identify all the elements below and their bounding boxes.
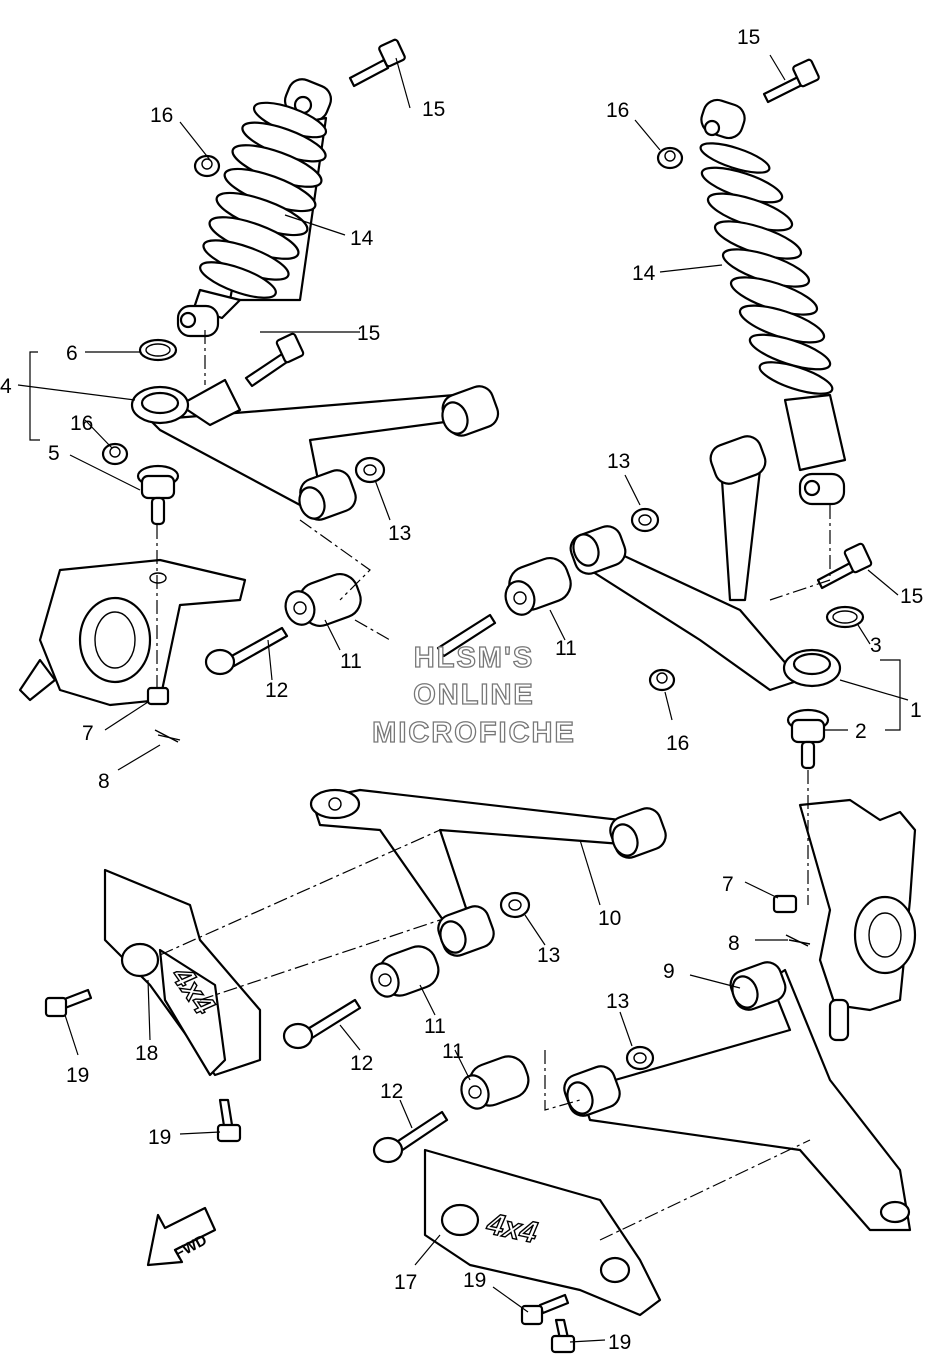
lower-bolt-12b (372, 1110, 449, 1164)
callout-10: 10 (598, 907, 621, 930)
left-arm-nut (101, 442, 129, 466)
callout-9: 9 (663, 960, 675, 983)
callout-17: 17 (394, 1271, 417, 1294)
right-bushing-bolt (436, 613, 497, 658)
callout-16: 16 (150, 104, 173, 127)
guard-bolt-19b (216, 1098, 242, 1143)
callout-19: 19 (148, 1126, 171, 1149)
guard-bolt-19a (44, 988, 93, 1018)
right-steering-knuckle (798, 798, 917, 1042)
watermark-line2: ONLINE (413, 679, 535, 711)
callout-12: 12 (265, 679, 288, 702)
watermark-line1: HLSM'S (414, 642, 534, 674)
callout-1: 1 (910, 699, 922, 722)
callout-13: 13 (537, 944, 560, 967)
callout-16: 16 (666, 732, 689, 755)
left-arm-guard: 4x4 (103, 868, 262, 1077)
callout-15: 15 (900, 585, 923, 608)
callout-labels: 15 16 14 6 4 16 5 15 13 11 12 7 8 15 16 … (0, 26, 923, 1354)
callout-12: 12 (350, 1052, 373, 1075)
lower-bolt-12a (282, 998, 362, 1050)
forward-direction-arrow: FWD (146, 1206, 217, 1267)
lower-bushing-11a (370, 945, 440, 998)
callout-7: 7 (82, 722, 94, 745)
callout-8: 8 (98, 770, 110, 793)
callout-19: 19 (463, 1269, 486, 1292)
leader-lines (17, 54, 909, 1343)
assembly-lines (156, 330, 831, 1241)
callout-13: 13 (607, 450, 630, 473)
callout-11: 11 (424, 1015, 446, 1038)
lower-bushing-11b (460, 1055, 530, 1110)
left-upper-nut (193, 154, 221, 178)
left-cotter-pin (154, 729, 181, 743)
guard-bolt-19c (520, 1293, 570, 1326)
callout-11: 11 (555, 637, 577, 660)
left-ball-joint (136, 464, 180, 526)
callout-19: 19 (66, 1064, 89, 1087)
right-upper-bolt (762, 58, 820, 104)
callout-15: 15 (422, 98, 445, 121)
left-upper-bolt (348, 38, 406, 88)
rear-lower-arm (309, 788, 667, 957)
left-shock-absorber (176, 78, 333, 338)
right-castle-nut (772, 894, 798, 914)
right-arm-guard: 4x4 (423, 1148, 662, 1317)
left-circlip (138, 338, 178, 362)
callout-7: 7 (722, 873, 734, 896)
right-cotter-pin (785, 934, 811, 947)
left-bushing-bolt (204, 626, 289, 676)
right-circlip (825, 605, 865, 629)
right-ball-joint (786, 708, 830, 770)
callout-5: 5 (48, 442, 60, 465)
left-collar (354, 456, 386, 484)
left-arm-bolt (244, 332, 305, 388)
left-castle-nut (146, 686, 170, 706)
callout-13: 13 (388, 522, 411, 545)
right-arm-bolt (816, 542, 873, 590)
callout-4: 4 (0, 375, 12, 398)
callout-15: 15 (737, 26, 760, 49)
right-upper-nut (656, 146, 684, 170)
callout-19: 19 (608, 1331, 631, 1354)
callout-12: 12 (380, 1080, 403, 1103)
right-bushing (504, 557, 572, 616)
callout-16: 16 (70, 412, 93, 435)
callout-8: 8 (728, 932, 740, 955)
callout-13: 13 (606, 990, 629, 1013)
right-shock-absorber (699, 98, 847, 506)
callout-11: 11 (340, 650, 362, 673)
callout-14: 14 (632, 262, 656, 285)
left-steering-knuckle (18, 558, 247, 707)
right-arm-nut (648, 668, 676, 692)
left-bushing (284, 573, 362, 627)
callout-16: 16 (606, 99, 629, 122)
guard-bolt-19d (550, 1318, 576, 1354)
left-upper-arm (130, 378, 500, 521)
lower-collar-13 (499, 891, 531, 919)
watermark-line3: MICROFICHE (372, 717, 576, 749)
callout-14: 14 (350, 227, 374, 250)
right-upper-arm (569, 435, 842, 692)
callout-18: 18 (135, 1042, 158, 1065)
watermark: HLSM'S ONLINE MICROFICHE (372, 641, 576, 749)
callout-15: 15 (357, 322, 380, 345)
callout-2: 2 (855, 720, 867, 743)
right-collar (630, 507, 660, 533)
callout-6: 6 (66, 342, 78, 365)
callout-11: 11 (442, 1040, 464, 1063)
front-lower-arm (563, 961, 912, 1232)
lower-collar-13b (625, 1045, 655, 1071)
callout-3: 3 (870, 634, 882, 657)
